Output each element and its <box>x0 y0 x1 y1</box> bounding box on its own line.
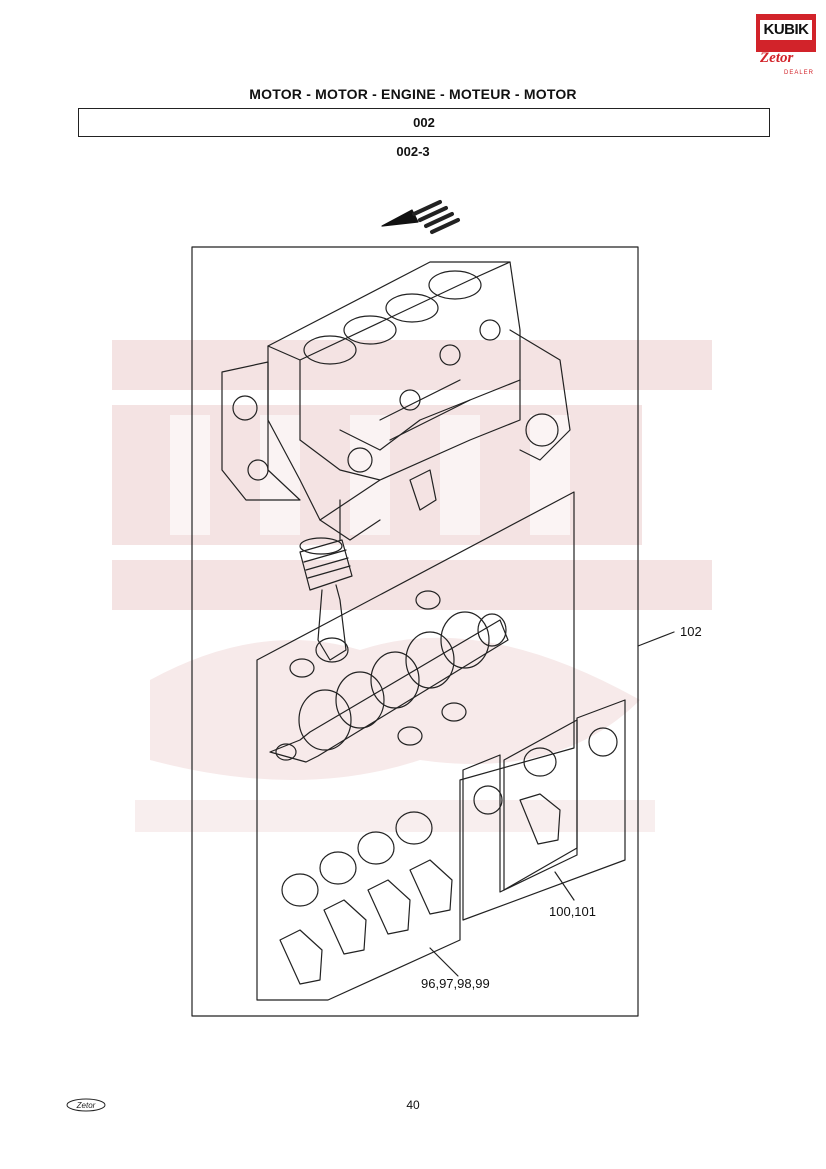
bearing-shells-small <box>289 590 467 746</box>
group-number: 002 <box>413 115 435 130</box>
leader-line-small-kit <box>554 871 575 901</box>
page-number: 40 <box>406 1098 420 1112</box>
thrust-kit-frame-outer <box>462 699 626 921</box>
brand-logo: KUBIK Zetor DEALER <box>756 14 816 76</box>
footer-zetor-logo: Zetor <box>66 1098 106 1112</box>
group-number-box: 002 <box>78 108 770 137</box>
leader-line-kit <box>637 631 675 647</box>
callout-small-kit: 100,101 <box>549 904 596 919</box>
logo-zetor-script: Zetor <box>760 50 794 66</box>
watermark-band-low <box>112 560 712 610</box>
watermark-dealer-band <box>135 800 655 832</box>
logo-dealer-text: DEALER <box>784 70 815 76</box>
page-title: MOTOR - MOTOR - ENGINE - MOTEUR - MOTOR <box>249 86 577 102</box>
leader-line-bearings <box>429 947 459 977</box>
subgroup-number: 002-3 <box>396 144 430 159</box>
logo-kubik-text: KUBIK <box>760 20 812 40</box>
piston-conrod-drawing <box>299 537 353 663</box>
callout-kit: 102 <box>680 624 702 639</box>
engine-block-drawing <box>221 261 571 541</box>
main-bearing-shells <box>279 811 453 985</box>
thrust-kit-frame-inner <box>503 719 578 891</box>
direction-arrow-icon <box>381 200 460 234</box>
crankshaft-drawing <box>269 611 509 763</box>
callout-bearings: 96,97,98,99 <box>421 976 490 991</box>
watermark-band-top <box>112 340 712 390</box>
kit-frame <box>191 246 639 1017</box>
footer-logo-text: Zetor <box>76 1101 96 1110</box>
thrust-washers-drawing <box>473 727 618 845</box>
bearing-kit-frame <box>256 491 575 1001</box>
